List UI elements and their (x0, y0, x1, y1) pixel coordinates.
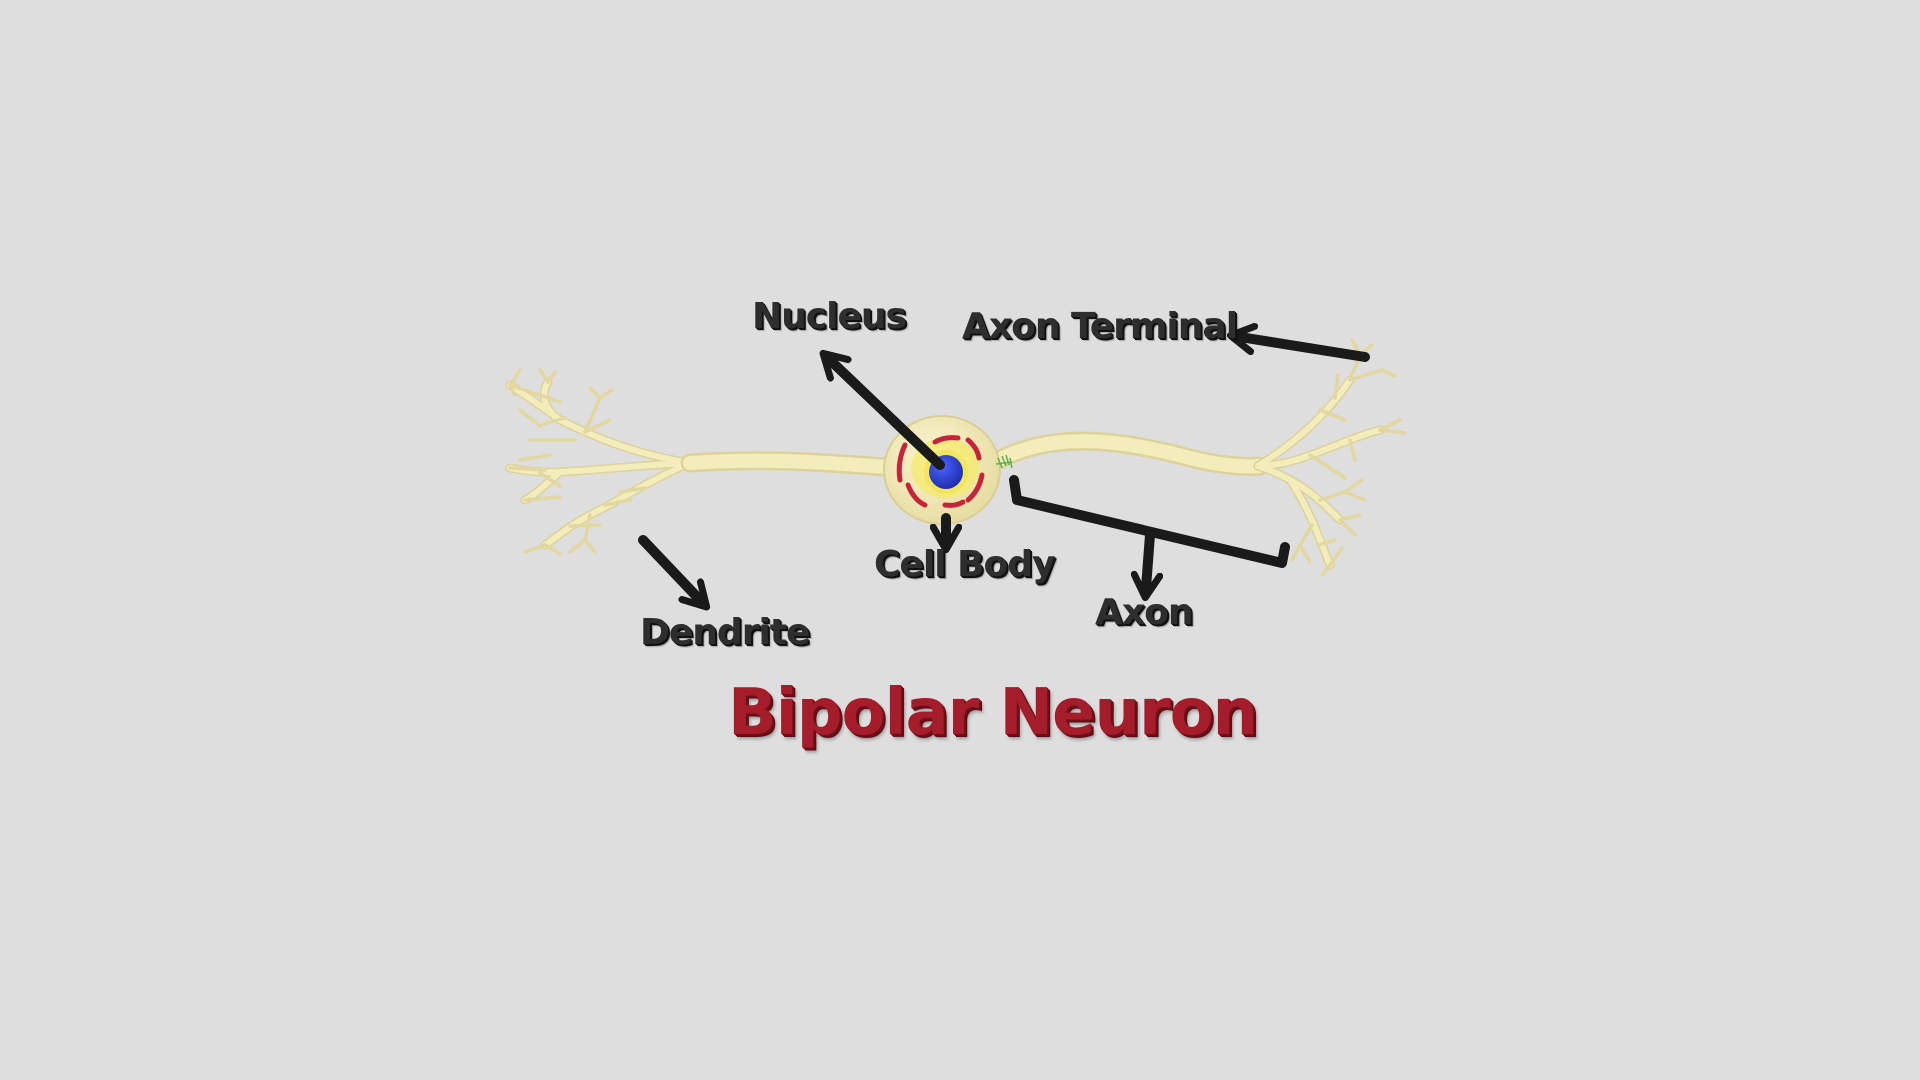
label-axon: Axon (1095, 592, 1193, 633)
label-cell-body: Cell Body (874, 544, 1055, 585)
diagram-title: Bipolar Neuron (728, 676, 1258, 750)
axon-hillock-marks (995, 454, 1013, 469)
dendrite-tree-left (505, 368, 695, 556)
axon-terminal-tree (1253, 338, 1407, 577)
label-nucleus: Nucleus (752, 296, 907, 337)
label-dendrite: Dendrite (640, 612, 810, 653)
dendrite-trunk (680, 451, 895, 477)
axon-terminal-arrow (1240, 337, 1370, 362)
label-axon-terminal: Axon Terminal (962, 306, 1238, 347)
axon-arrow (1146, 530, 1150, 588)
nucleus-arrow (830, 360, 945, 470)
organelle-marks (896, 435, 985, 508)
dendrite-arrow (638, 535, 700, 600)
axon-fiber (985, 431, 1270, 476)
pointer-arrows (638, 337, 1370, 600)
